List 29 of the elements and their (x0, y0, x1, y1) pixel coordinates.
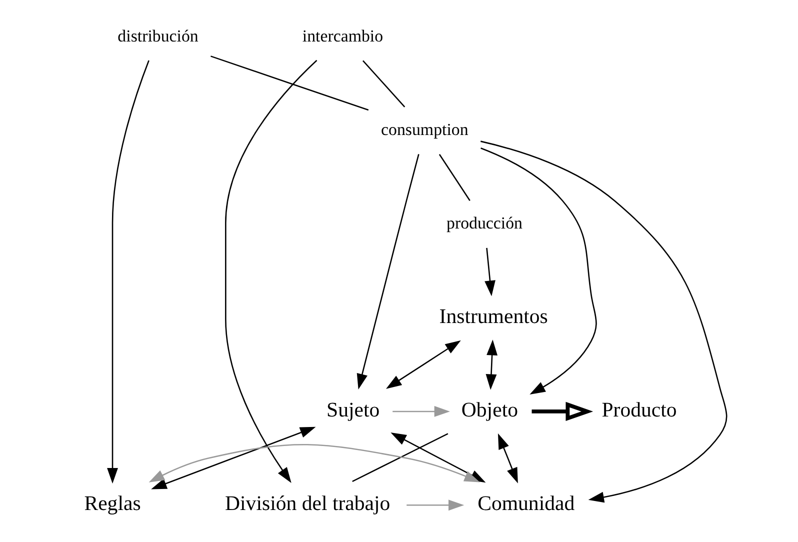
node-text: Sujeto (326, 398, 380, 422)
node-text: Producto (601, 398, 676, 422)
arrow (485, 340, 498, 390)
connector (352, 433, 448, 482)
node-text: Reglas (84, 492, 140, 516)
arrow (148, 444, 480, 482)
node-text: intercambio (302, 26, 383, 46)
node-text: producción (446, 214, 522, 233)
arrow (480, 148, 596, 394)
arrow (224, 60, 317, 483)
arrow (106, 60, 149, 484)
arrow (406, 500, 464, 511)
connector (210, 56, 368, 111)
arrow (531, 402, 593, 422)
arrow (385, 340, 460, 389)
arrow (392, 406, 450, 417)
connector (438, 154, 470, 201)
connector (362, 60, 405, 108)
node-text: Comunidad (477, 492, 574, 516)
arrow (150, 426, 316, 490)
node-text: División del trabajo (224, 492, 390, 516)
arrow (484, 248, 495, 296)
arrow (480, 140, 727, 503)
arrow (356, 154, 419, 390)
node-text: Instrumentos (438, 304, 548, 328)
node-text: Objeto (460, 398, 518, 422)
node-text: consumption (380, 120, 468, 139)
node-text: distribución (117, 26, 198, 46)
arrow (497, 433, 518, 484)
